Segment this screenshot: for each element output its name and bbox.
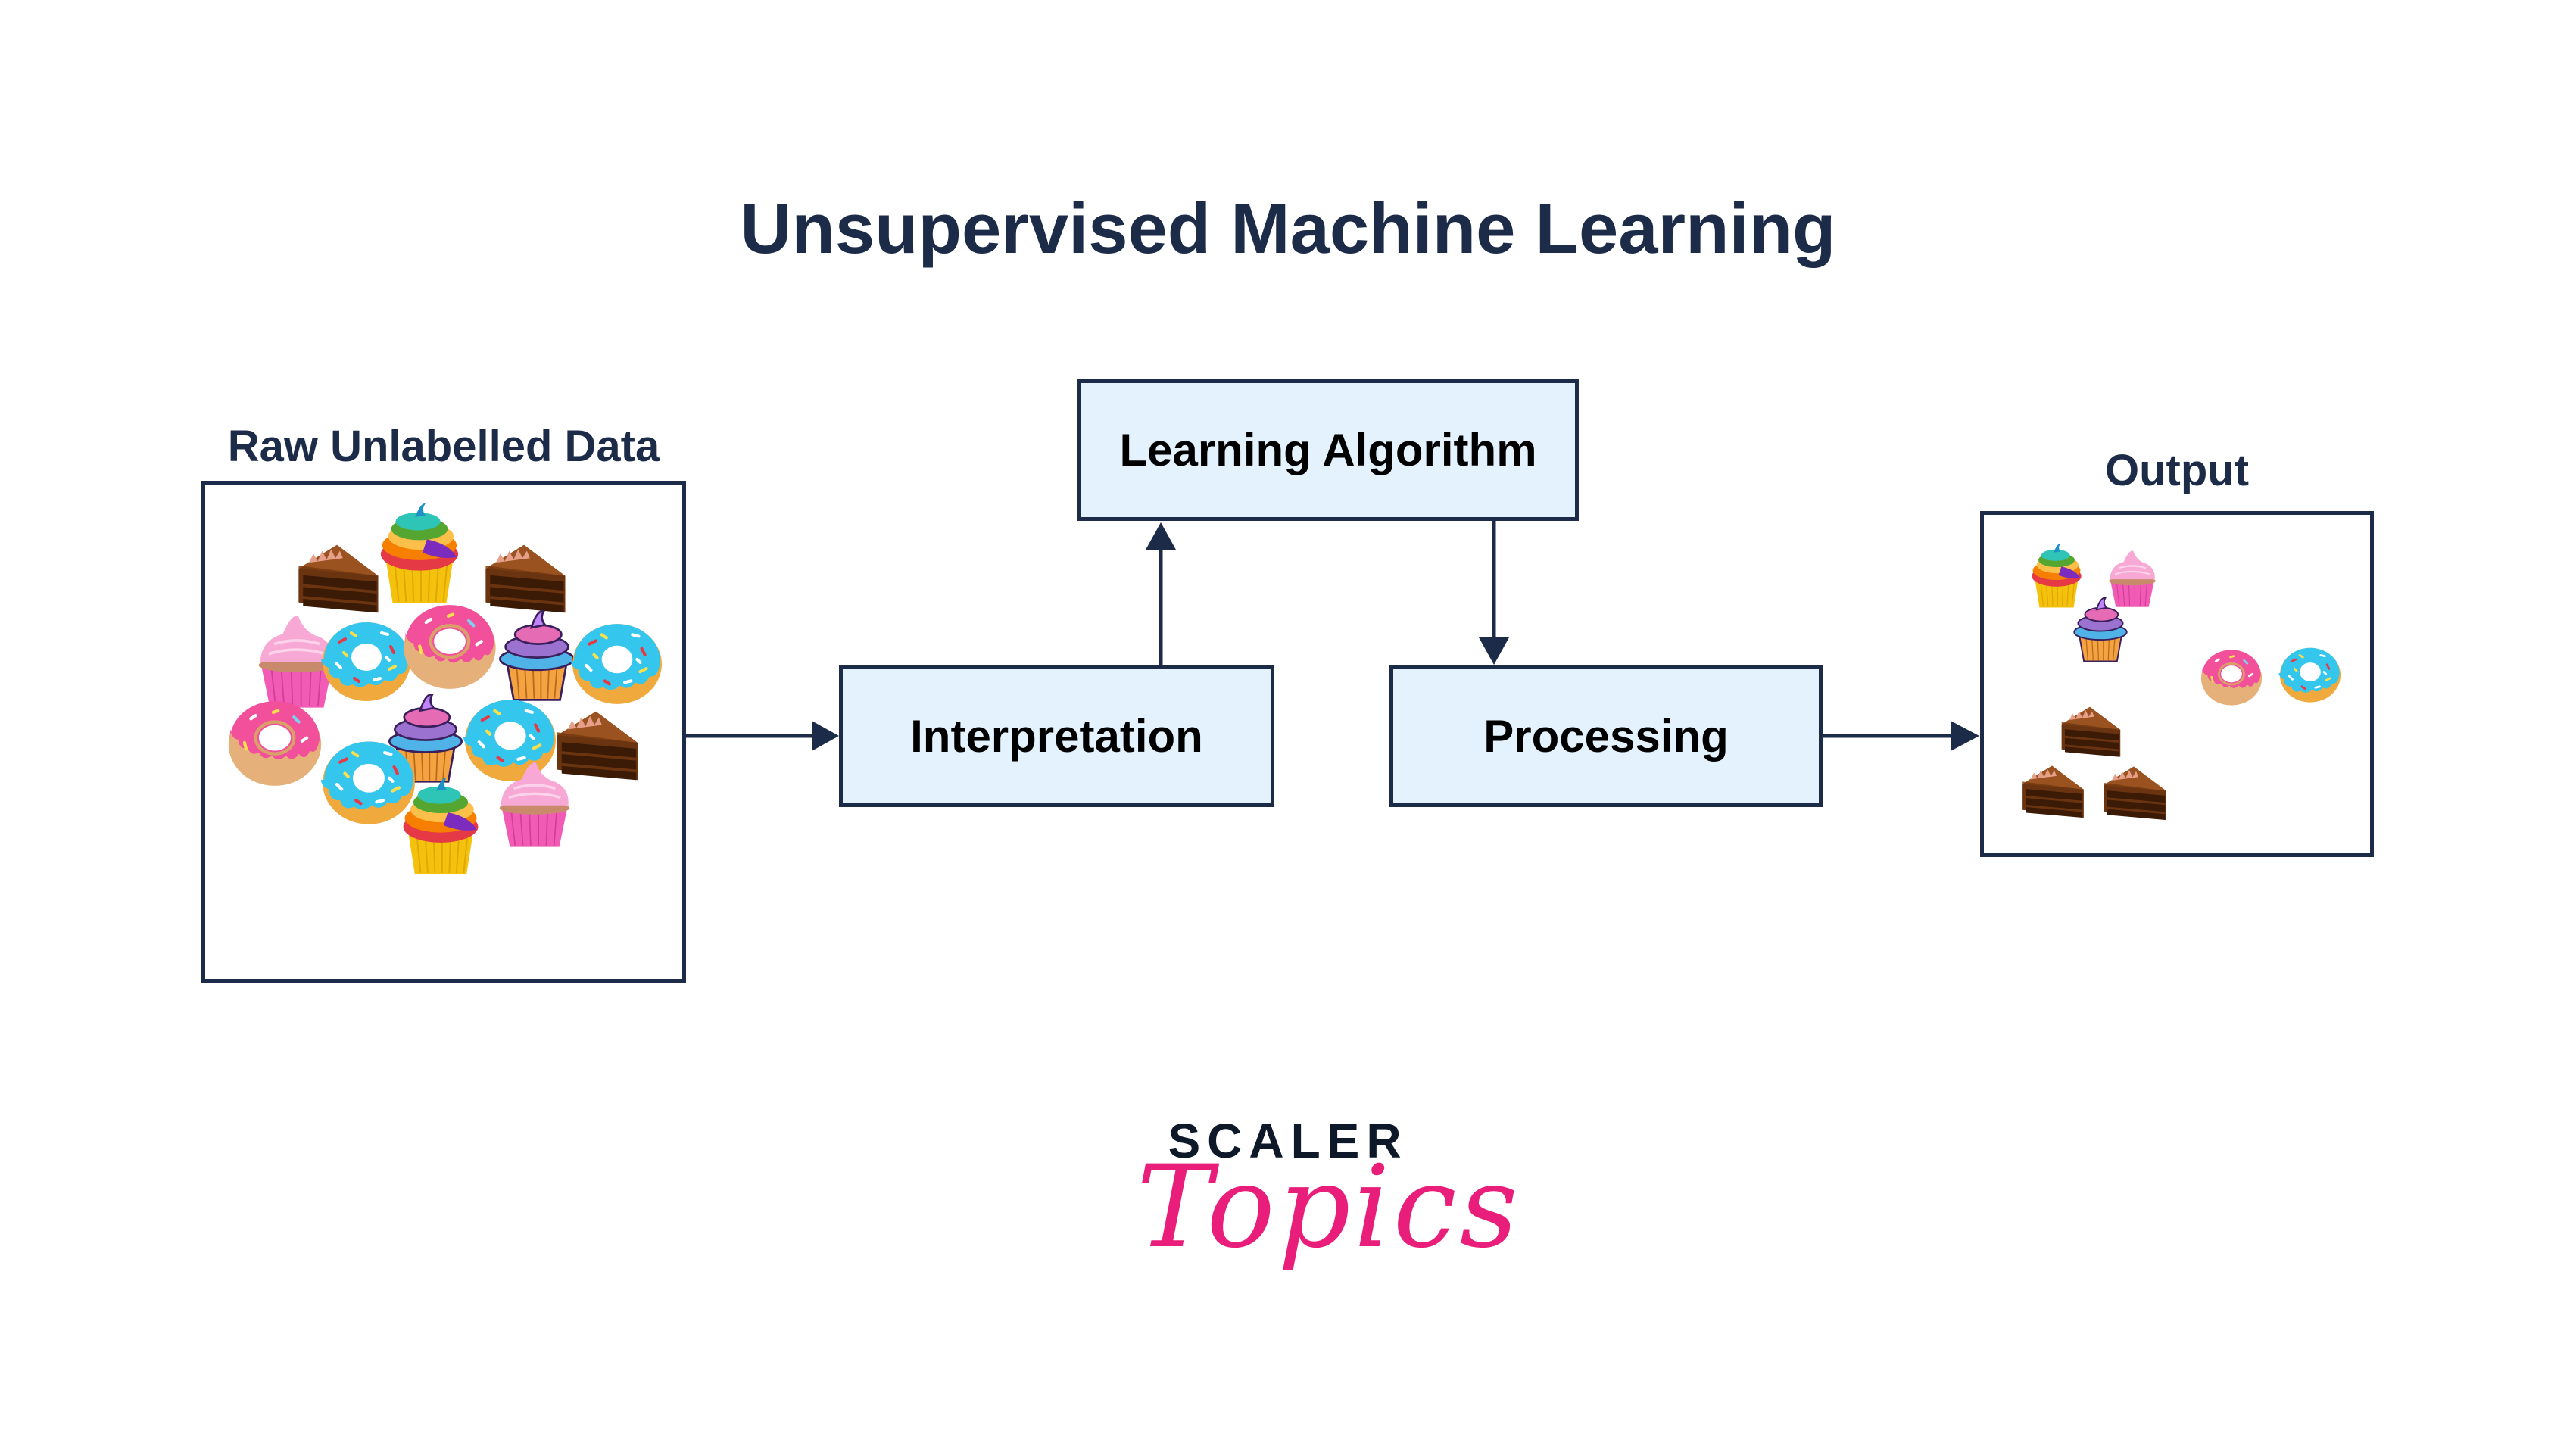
cake-slice-icon: [2018, 760, 2086, 822]
blue-donut-icon: [571, 620, 663, 706]
learning-algorithm-label: Learning Algorithm: [1119, 425, 1537, 475]
pink-donut-icon: [2197, 649, 2266, 706]
diagram-title: Unsupervised Machine Learning: [740, 189, 1836, 268]
interpretation-box: Interpretation: [839, 665, 1274, 807]
cake-slice-icon: [2099, 760, 2169, 825]
cake-slice-icon: [2057, 700, 2122, 762]
brand-logo-scaler: SCALER: [1168, 1114, 1408, 1168]
learning-algorithm-box: Learning Algorithm: [1077, 379, 1579, 521]
blue-donut-icon: [2276, 646, 2344, 703]
arrowhead-right-icon: [812, 721, 839, 751]
rainbow-cupcake-icon: [375, 502, 464, 606]
purple-cupcake-icon: [2071, 595, 2130, 663]
input-label: Raw Unlabelled Data: [227, 422, 660, 471]
pink-cupcake-icon: [487, 759, 582, 849]
brand-logo-topics: Topics: [1137, 1142, 1521, 1273]
brand-logo: SCALER Topics: [1137, 1113, 1521, 1310]
output-label: Output: [2104, 446, 2250, 495]
processing-label: Processing: [1483, 711, 1729, 762]
cake-slice-icon: [292, 538, 382, 619]
purple-cupcake-icon: [496, 605, 578, 705]
arrowhead-up-icon: [1146, 522, 1176, 550]
rainbow-cupcake-icon: [398, 774, 484, 880]
processing-box: Processing: [1389, 665, 1823, 807]
pink-donut-icon: [226, 700, 323, 787]
pink-donut-icon: [401, 603, 499, 690]
arrowhead-down-icon: [1479, 637, 1509, 665]
interpretation-label: Interpretation: [910, 711, 1203, 762]
arrowhead-right-icon: [1951, 721, 1979, 751]
